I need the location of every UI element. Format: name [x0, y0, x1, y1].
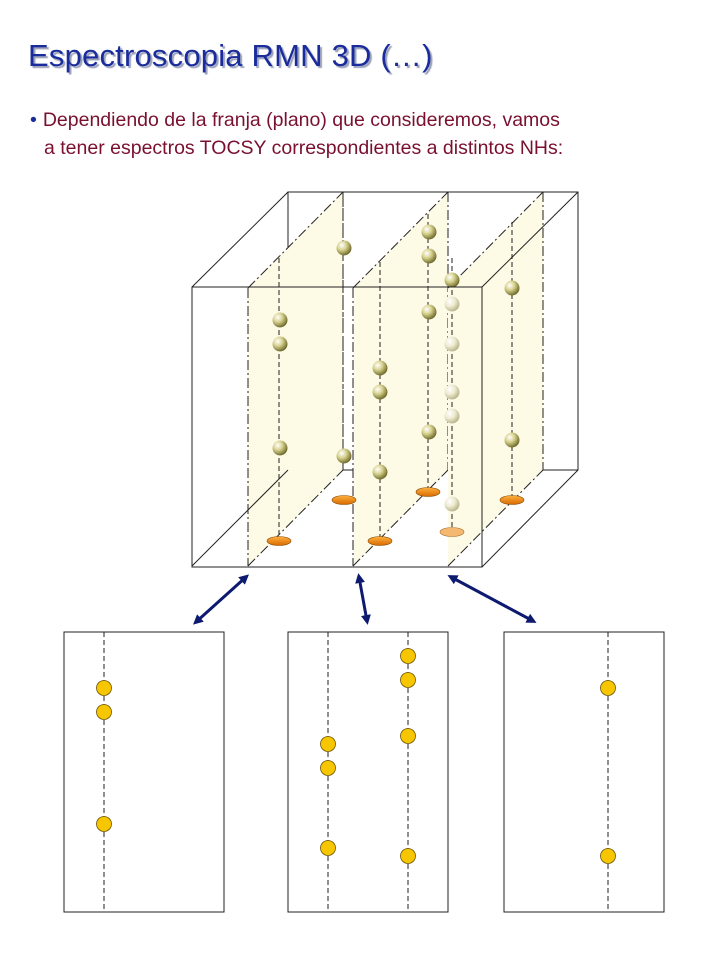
tocsy-peak [96, 680, 112, 696]
tocsy-peak [400, 672, 416, 688]
double-arrow-left [193, 574, 249, 625]
floor-marker [415, 487, 441, 497]
cross-peak-sphere [372, 464, 388, 480]
floor-marker [266, 536, 292, 546]
cross-peak-sphere [444, 272, 460, 288]
cross-peak-sphere [421, 424, 437, 440]
cross-peak-sphere [336, 240, 352, 256]
double-arrow-right [447, 575, 537, 623]
bullet-icon: • [30, 109, 37, 131]
cross-peak-sphere-faint [444, 296, 460, 312]
floor-marker [367, 536, 393, 546]
cross-peak-sphere [272, 440, 288, 456]
cross-peak-sphere-faint [444, 408, 460, 424]
tocsy-peak [400, 728, 416, 744]
cross-peak-sphere [421, 248, 437, 264]
floor-marker [499, 495, 525, 505]
cross-peak-sphere [421, 304, 437, 320]
cube [191, 191, 579, 568]
floor-marker [331, 495, 357, 505]
bullet-text: •Dependiendo de la franja (plano) que co… [30, 106, 690, 162]
double-arrow-middle [355, 573, 371, 625]
tocsy-panel-3 [503, 631, 665, 913]
plane-slab-1 [247, 191, 344, 567]
tocsy-panel-2 [287, 631, 449, 913]
cross-peak-sphere [336, 448, 352, 464]
tocsy-peak [600, 848, 616, 864]
plane-slab-2 [352, 191, 449, 567]
cross-peaks-3d [272, 224, 520, 512]
tocsy-peak [600, 680, 616, 696]
cube-edge [191, 469, 289, 567]
floor-marker [439, 527, 465, 537]
slide-title: Espectroscopia RMN 3D (…) [28, 38, 433, 73]
cross-peak-sphere [372, 384, 388, 400]
bullet-line-1: Dependiendo de la franja (plano) que con… [42, 109, 560, 131]
cross-peak-sphere [504, 280, 520, 296]
cube-edge [481, 469, 579, 568]
tocsy-peak [320, 840, 336, 856]
cube-front-face [191, 286, 483, 568]
tocsy-peak [400, 648, 416, 664]
cross-peak-sphere-faint [444, 384, 460, 400]
cross-peak-sphere [372, 360, 388, 376]
tocsy-peak [320, 760, 336, 776]
floor-markers [266, 487, 525, 546]
plane-slab-3 [447, 191, 544, 567]
cross-peak-sphere [421, 224, 437, 240]
cross-peak-sphere-faint [444, 496, 460, 512]
cross-peak-sphere-faint [444, 336, 460, 352]
tocsy-peak [400, 848, 416, 864]
tocsy-peak [320, 736, 336, 752]
cross-peak-sphere [272, 336, 288, 352]
tocsy-peak [96, 816, 112, 832]
cube-edge [481, 191, 579, 288]
cross-peak-sphere [504, 432, 520, 448]
bullet-line-2: a tener espectros TOCSY correspondientes… [44, 137, 564, 159]
tocsy-peak [96, 704, 112, 720]
tocsy-panel-1 [63, 631, 225, 913]
arrows [193, 573, 537, 625]
cross-peak-sphere [272, 312, 288, 328]
cube-edge [191, 191, 289, 288]
